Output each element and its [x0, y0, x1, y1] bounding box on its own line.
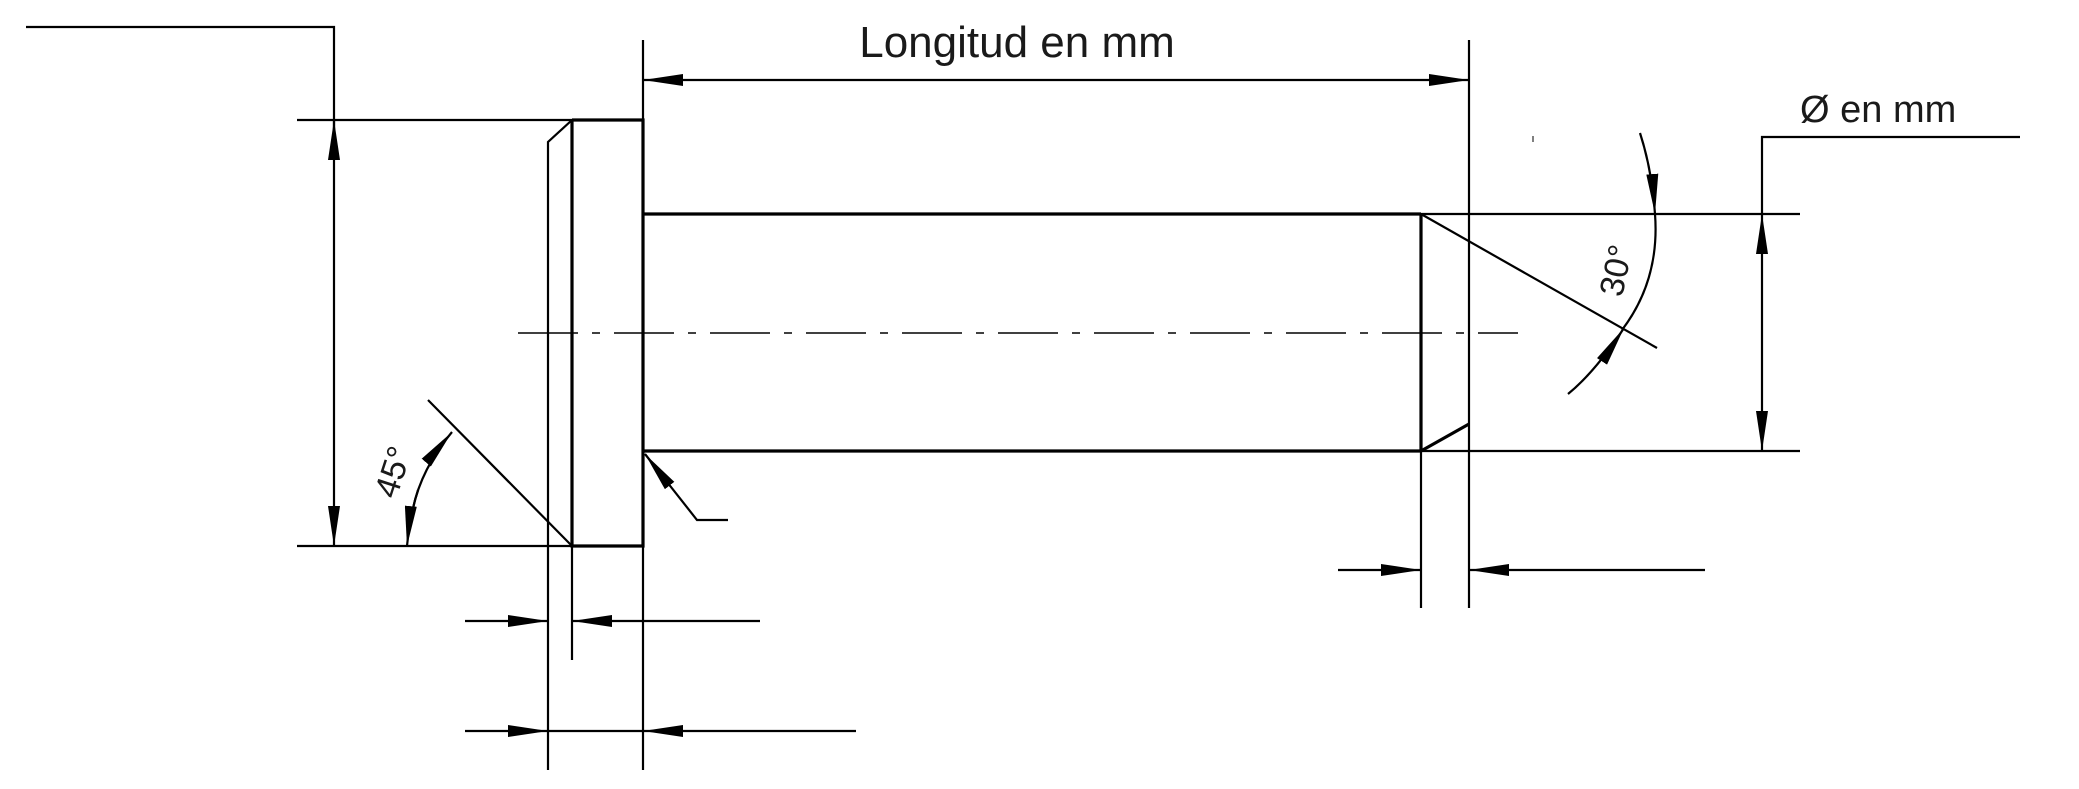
- angle-30-arc: [1638, 132, 1659, 215]
- angle-45-arc: [410, 431, 453, 514]
- angle-30-arc-tail: [1567, 327, 1625, 395]
- chamfer-30-line: [1420, 213, 1658, 349]
- fillet-leader: [644, 453, 728, 522]
- angle-30-arc-lower: [1621, 213, 1657, 331]
- angle-45-arc-lower: [404, 489, 420, 547]
- chamfer-45-line: [427, 399, 573, 547]
- fillet-leader-arrow: [644, 453, 675, 490]
- angle-30-label: 30°: [1593, 241, 1641, 299]
- head-diameter-leader: [26, 25, 336, 159]
- diameter-leader: [1760, 135, 2020, 214]
- length-label: Longitud en mm: [859, 18, 1175, 67]
- angle-45-label: 45°: [367, 442, 419, 503]
- head-chamfer: [546, 119, 573, 770]
- diameter-label: Ø en mm: [1800, 89, 1956, 131]
- end-chamfer-bottom: [1420, 422, 1470, 453]
